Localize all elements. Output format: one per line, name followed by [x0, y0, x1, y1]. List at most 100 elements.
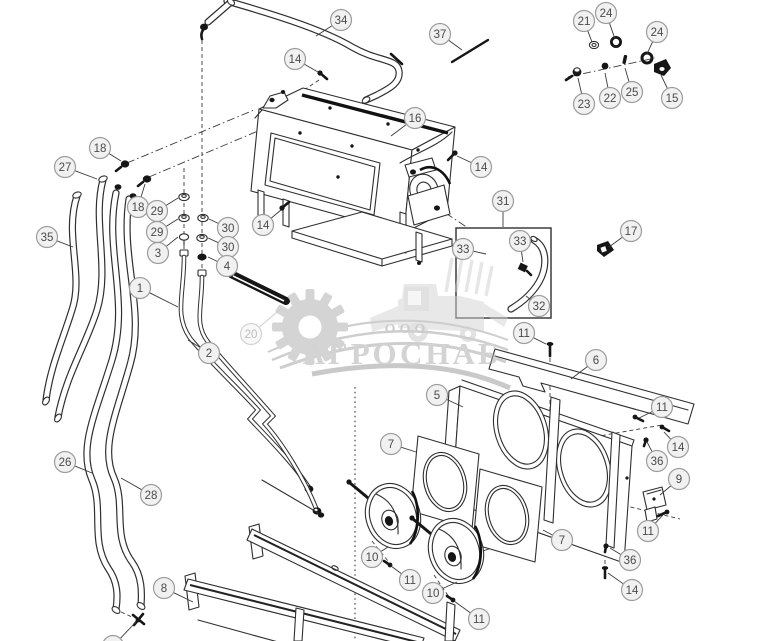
panel-lower — [183, 572, 425, 641]
callout-36[interactable]: 36 — [618, 548, 642, 572]
callout-32[interactable]: 32 — [527, 294, 551, 318]
leader-line — [165, 197, 179, 206]
callout-14[interactable]: 14 — [620, 578, 644, 602]
callout-37[interactable]: 37 — [428, 22, 452, 46]
fan-10-b — [409, 515, 485, 585]
callout-24[interactable]: 24 — [645, 20, 669, 44]
leader-line — [108, 153, 122, 162]
callout-17[interactable]: 17 — [619, 219, 643, 243]
svg-text:27: 27 — [59, 162, 72, 174]
rod-thin — [261, 479, 325, 518]
watermark-name: АГРОСНАБ — [303, 336, 502, 371]
leader-line — [442, 581, 458, 590]
svg-text:30: 30 — [222, 223, 235, 235]
svg-text:20: 20 — [245, 329, 258, 341]
svg-text:5: 5 — [434, 390, 440, 402]
leader-line — [74, 170, 98, 180]
callout-8[interactable]: 8 — [152, 576, 176, 600]
callout-29[interactable]: 29 — [145, 199, 169, 223]
fitting-18-a — [114, 160, 130, 173]
callout-14[interactable]: 14 — [469, 155, 493, 179]
callout-11[interactable]: 11 — [512, 321, 536, 345]
callout-11[interactable]: 11 — [398, 568, 422, 592]
callout-3[interactable]: 3 — [146, 241, 170, 265]
callout-10[interactable]: 10 — [360, 545, 384, 569]
svg-text:8: 8 — [161, 583, 167, 595]
svg-text:2: 2 — [206, 348, 212, 360]
screw-14-left — [279, 200, 291, 211]
svg-text:28: 28 — [145, 490, 158, 502]
callout-28[interactable]: 28 — [139, 483, 163, 507]
callout-cutoff-50[interactable] — [103, 634, 124, 641]
svg-text:14: 14 — [289, 54, 302, 66]
callout-10[interactable]: 10 — [421, 581, 445, 605]
callout-36[interactable]: 36 — [645, 449, 669, 473]
svg-text:36: 36 — [624, 555, 637, 567]
callout-22[interactable]: 22 — [598, 86, 622, 110]
callout-34[interactable]: 34 — [329, 8, 353, 32]
callout-20[interactable]: 20 — [239, 322, 263, 346]
callout-24[interactable]: 24 — [594, 1, 618, 25]
callout-33[interactable]: 33 — [451, 237, 475, 261]
callout-23[interactable]: 23 — [572, 92, 596, 116]
ring-7-b — [472, 468, 543, 563]
svg-text:9: 9 — [676, 474, 682, 486]
svg-text:11: 11 — [404, 575, 416, 587]
callout-9[interactable]: 9 — [667, 467, 691, 491]
sleeve-20 — [227, 270, 290, 305]
leader-line — [390, 123, 407, 137]
callout-7[interactable]: 7 — [379, 432, 403, 456]
callout-29[interactable]: 29 — [145, 220, 169, 244]
callout-26[interactable]: 26 — [53, 450, 77, 474]
leader-line — [660, 74, 668, 89]
svg-text:16: 16 — [409, 113, 422, 125]
leader-line — [119, 621, 137, 639]
callout-4[interactable]: 4 — [215, 254, 239, 278]
watermark-gear-icon — [272, 289, 348, 365]
leader-line — [303, 63, 319, 73]
svg-text:22: 22 — [604, 93, 617, 105]
leader-line — [448, 39, 463, 51]
callout-7[interactable]: 7 — [550, 528, 574, 552]
hose-34 — [223, 0, 404, 104]
callout-11[interactable]: 11 — [636, 519, 660, 543]
callout-2[interactable]: 2 — [197, 341, 221, 365]
callout-31[interactable]: 31 — [491, 189, 515, 213]
callout-27[interactable]: 27 — [53, 155, 77, 179]
svg-text:24: 24 — [651, 27, 664, 39]
leader-line — [646, 41, 654, 55]
callout-6[interactable]: 6 — [584, 348, 608, 372]
svg-text:32: 32 — [533, 301, 546, 313]
leader-line — [149, 292, 179, 308]
callout-5[interactable]: 5 — [425, 383, 449, 407]
svg-text:10: 10 — [366, 552, 379, 564]
callout-11[interactable]: 11 — [650, 395, 674, 419]
callout-25[interactable]: 25 — [620, 80, 644, 104]
svg-text:36: 36 — [651, 456, 664, 468]
callout-18[interactable]: 18 — [126, 195, 150, 219]
svg-text:15: 15 — [666, 93, 679, 105]
fan-10-a — [346, 479, 422, 550]
svg-text:7: 7 — [559, 535, 565, 547]
callout-14[interactable]: 14 — [251, 213, 275, 237]
callout-15[interactable]: 15 — [660, 86, 684, 110]
svg-text:10: 10 — [427, 588, 440, 600]
callout-30[interactable]: 30 — [216, 235, 240, 259]
leader-line — [165, 218, 179, 227]
callout-16[interactable]: 16 — [403, 106, 427, 130]
leader-line — [609, 22, 616, 40]
leader-line — [646, 441, 653, 452]
callout-14[interactable]: 14 — [283, 47, 307, 71]
callout-11[interactable]: 11 — [467, 607, 491, 631]
callout-35[interactable]: 35 — [35, 225, 59, 249]
leader-line — [187, 339, 201, 348]
callout-21[interactable]: 21 — [572, 9, 596, 33]
callout-33[interactable]: 33 — [508, 229, 532, 253]
callout-18[interactable]: 18 — [88, 136, 112, 160]
leader-line — [258, 307, 283, 328]
hose-27 — [54, 175, 108, 423]
callout-1[interactable]: 1 — [128, 276, 152, 300]
svg-text:14: 14 — [672, 442, 685, 454]
callout-30[interactable]: 30 — [216, 216, 240, 240]
callout-14[interactable]: 14 — [666, 435, 690, 459]
